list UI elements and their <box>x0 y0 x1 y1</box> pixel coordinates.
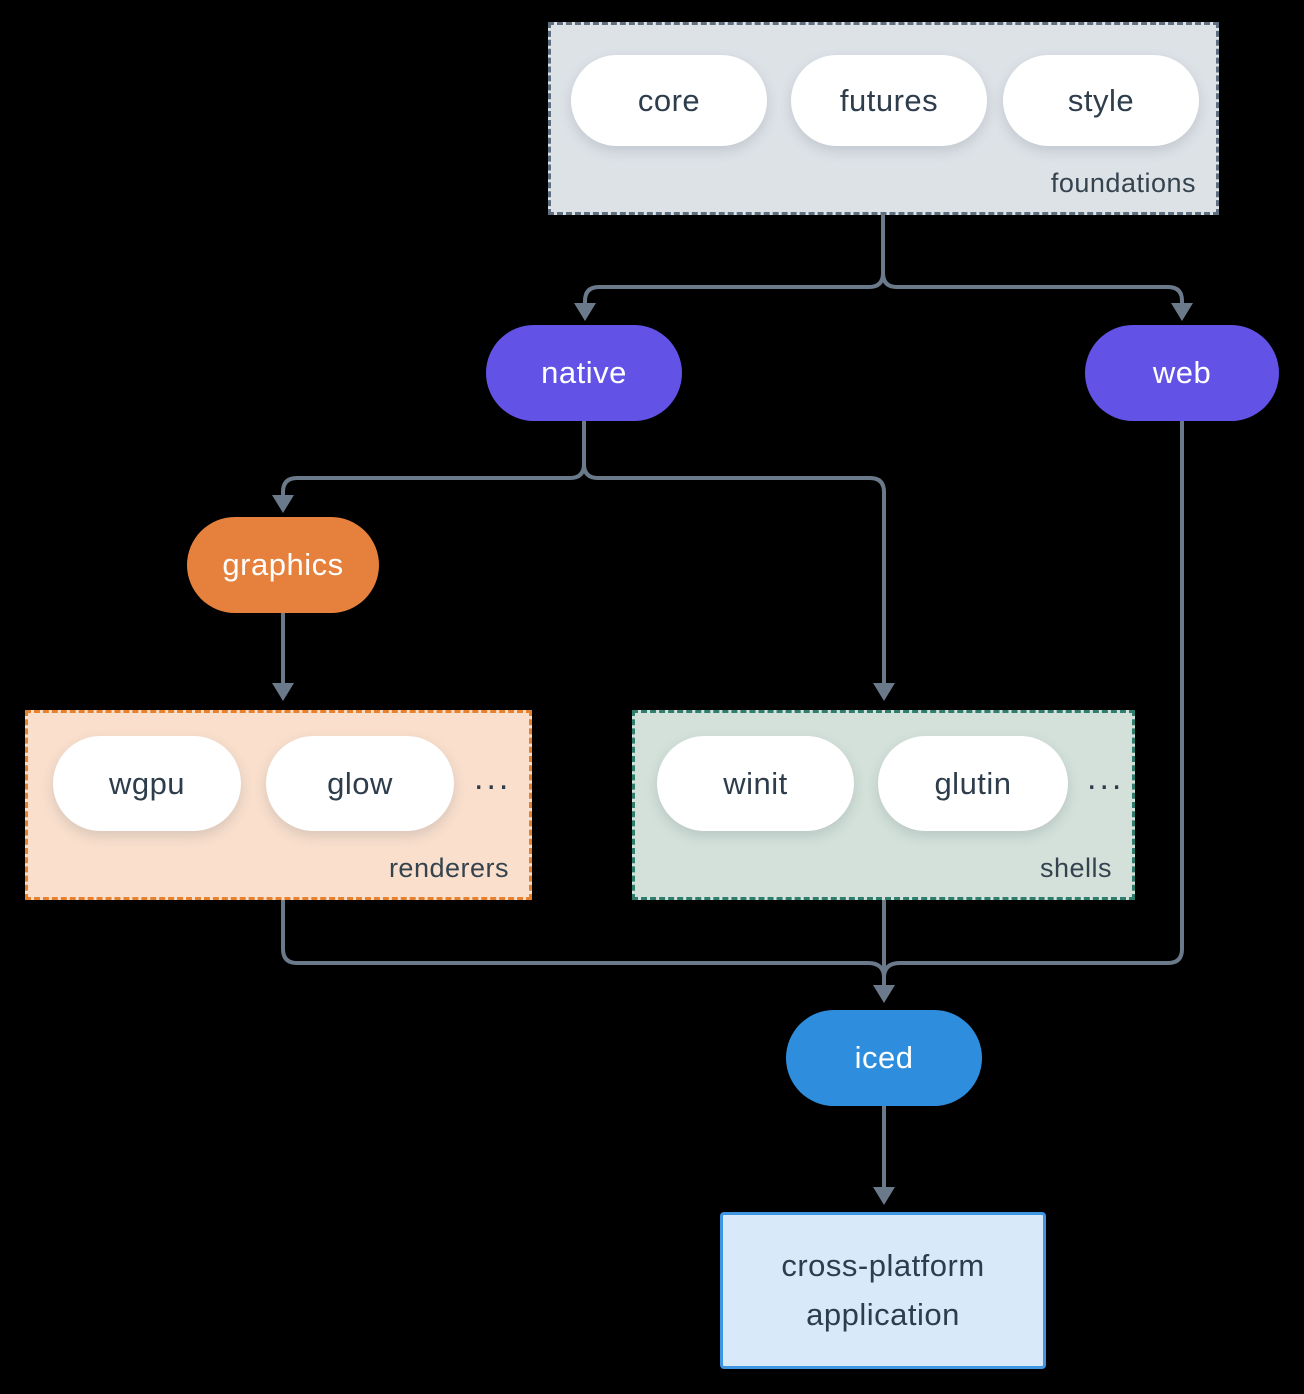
edge-foundations-to-native <box>583 213 885 306</box>
edge-native-to-graphics <box>281 419 586 498</box>
node-iced: iced <box>786 1010 982 1106</box>
arrowhead-iced <box>873 985 895 1003</box>
renderers-group: wgpu glow ... renderers <box>25 710 532 900</box>
node-graphics: graphics <box>187 517 379 613</box>
edge-native-to-shells <box>582 462 886 686</box>
node-futures: futures <box>791 55 987 146</box>
arrowhead-web <box>1171 303 1193 321</box>
arrowhead-graphics <box>272 495 294 513</box>
renderers-ellipsis: ... <box>474 759 512 797</box>
node-glutin: glutin <box>878 736 1068 831</box>
node-core: core <box>571 55 767 146</box>
node-glow: glow <box>266 736 454 831</box>
edge-renderers-to-merge <box>281 898 886 978</box>
renderers-label: renderers <box>388 853 509 883</box>
edge-foundations-to-web <box>881 271 1184 306</box>
foundations-group: core futures style foundations <box>548 22 1219 215</box>
edge-web-to-merge <box>882 419 1184 978</box>
shells-label: shells <box>1039 853 1112 883</box>
foundations-label: foundations <box>1050 168 1196 198</box>
node-wgpu: wgpu <box>53 736 241 831</box>
node-style: style <box>1003 55 1199 146</box>
shells-group: winit glutin ... shells <box>632 710 1135 900</box>
shells-ellipsis: ... <box>1087 759 1125 797</box>
node-winit: winit <box>657 736 854 831</box>
arrowhead-native <box>574 303 596 321</box>
arrowhead-renderers <box>272 683 294 701</box>
arrowhead-shells <box>873 683 895 701</box>
node-web: web <box>1085 325 1279 421</box>
arrowhead-application <box>873 1187 895 1205</box>
node-application: cross-platform application <box>720 1212 1046 1369</box>
node-native: native <box>486 325 682 421</box>
